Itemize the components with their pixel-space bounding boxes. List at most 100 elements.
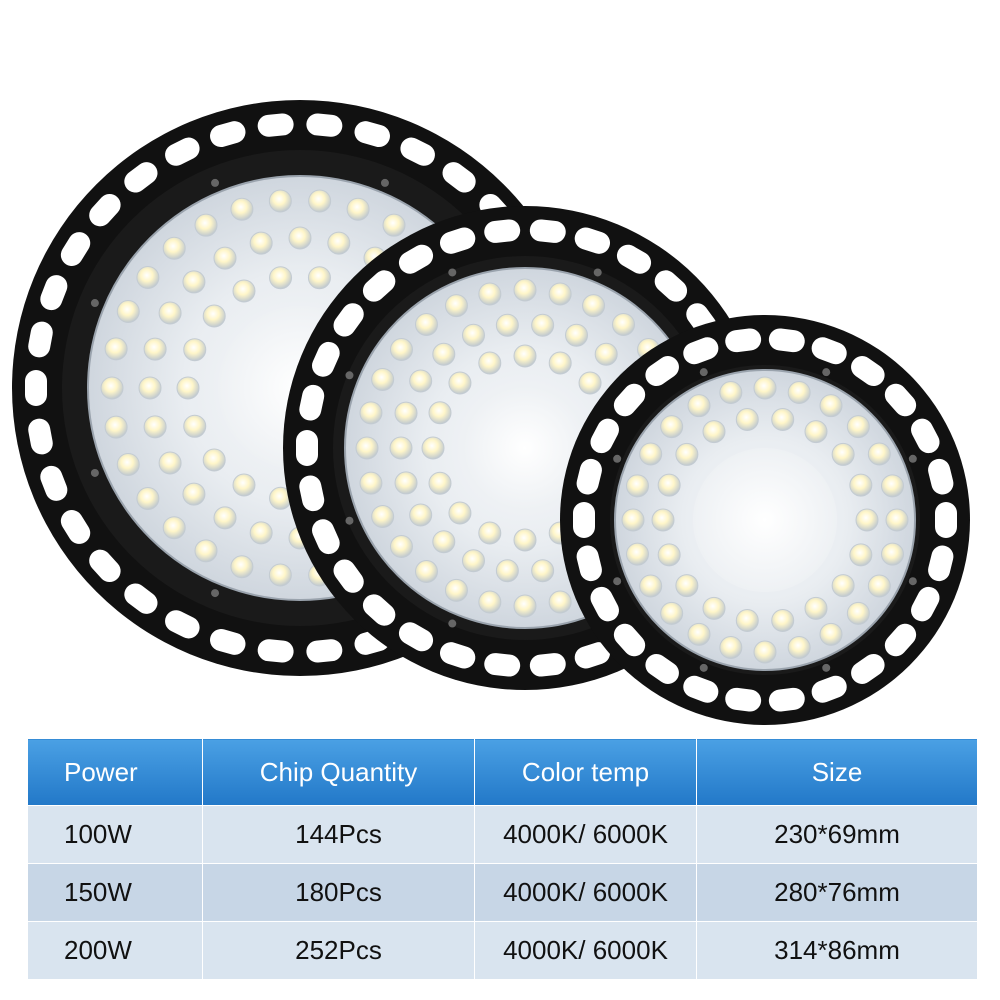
- led-chip: [867, 442, 891, 466]
- led-chip: [548, 590, 572, 614]
- led-chip: [116, 300, 140, 324]
- led-chip: [308, 189, 332, 213]
- led-chip: [735, 608, 759, 632]
- led-chip: [771, 608, 795, 632]
- led-chip: [268, 189, 292, 213]
- cell-color-temp: 4000K/ 6000K: [474, 921, 697, 980]
- led-chip: [409, 369, 433, 393]
- led-chip: [432, 342, 456, 366]
- led-chip: [478, 282, 502, 306]
- header-power: Power: [27, 738, 203, 806]
- led-chip: [136, 487, 160, 511]
- led-chip: [249, 521, 273, 545]
- led-chip: [855, 508, 879, 532]
- led-chip: [513, 344, 537, 368]
- cell-color-temp: 4000K/ 6000K: [474, 805, 697, 864]
- led-chip: [249, 231, 273, 255]
- led-chip: [881, 542, 905, 566]
- led-chip: [594, 342, 618, 366]
- led-chip: [881, 474, 905, 498]
- led-chip: [849, 473, 873, 497]
- cell-power: 150W: [27, 863, 203, 922]
- table-row: 200W 252Pcs 4000K/ 6000K 314*86mm: [27, 921, 978, 980]
- product-photo: [12, 100, 970, 725]
- led-chip: [513, 278, 537, 302]
- led-chip: [719, 380, 743, 404]
- led-chip: [495, 313, 519, 337]
- led-chip: [444, 578, 468, 602]
- led-chip: [461, 323, 485, 347]
- led-chip: [158, 451, 182, 475]
- led-chip: [657, 473, 681, 497]
- led-chip: [162, 236, 186, 260]
- led-chip: [787, 380, 811, 404]
- led-chip: [478, 521, 502, 545]
- led-chip: [478, 590, 502, 614]
- led-chip: [371, 505, 395, 529]
- table-row: 100W 144Pcs 4000K/ 6000K 230*69mm: [27, 805, 978, 864]
- led-chip: [232, 279, 256, 303]
- led-chip: [719, 636, 743, 660]
- cell-power: 100W: [27, 805, 203, 864]
- led-chip: [831, 442, 855, 466]
- led-chip: [288, 226, 312, 250]
- led-chip: [143, 337, 167, 361]
- led-chip: [307, 266, 331, 290]
- led-chip: [513, 528, 537, 552]
- led-chip: [230, 555, 254, 579]
- led-chip: [116, 452, 140, 476]
- led-chip: [639, 574, 663, 598]
- led-chip: [735, 408, 759, 432]
- led-chip: [428, 471, 452, 495]
- led-chip: [687, 622, 711, 646]
- led-chip: [428, 401, 452, 425]
- led-chip: [548, 351, 572, 375]
- led-chip: [461, 549, 485, 573]
- led-chip: [625, 542, 649, 566]
- led-chip: [100, 376, 124, 400]
- led-chip: [831, 574, 855, 598]
- led-chip: [675, 574, 699, 598]
- led-chip: [359, 471, 383, 495]
- led-chip: [346, 197, 370, 221]
- led-chip: [432, 530, 456, 554]
- header-color-temp: Color temp: [474, 738, 697, 806]
- led-chip: [702, 420, 726, 444]
- led-chip: [885, 508, 909, 532]
- led-chip: [182, 482, 206, 506]
- led-chip: [382, 213, 406, 237]
- led-chip: [176, 376, 200, 400]
- led-chip: [389, 436, 413, 460]
- led-chip: [651, 508, 675, 532]
- led-chip: [213, 246, 237, 270]
- led-chip: [232, 473, 256, 497]
- led-chip: [531, 559, 555, 583]
- led-chip: [138, 376, 162, 400]
- led-chip: [355, 436, 379, 460]
- led-chip: [804, 596, 828, 620]
- led-chip: [409, 503, 433, 527]
- led-chip: [639, 442, 663, 466]
- led-chip: [578, 371, 602, 395]
- led-chip: [846, 415, 870, 439]
- cell-power: 200W: [27, 921, 203, 980]
- cell-size: 230*69mm: [696, 805, 978, 864]
- led-chip: [136, 265, 160, 289]
- led-chip: [702, 596, 726, 620]
- cell-color-temp: 4000K/ 6000K: [474, 863, 697, 922]
- led-chip: [548, 282, 572, 306]
- cell-chip-quantity: 180Pcs: [202, 863, 475, 922]
- led-chip: [371, 367, 395, 391]
- led-chip: [104, 415, 128, 439]
- led-chip: [819, 622, 843, 646]
- led-chip: [104, 337, 128, 361]
- led-chip: [389, 535, 413, 559]
- led-chip: [444, 294, 468, 318]
- led-chip: [621, 508, 645, 532]
- table-row: 150W 180Pcs 4000K/ 6000K 280*76mm: [27, 863, 978, 922]
- led-chip: [804, 420, 828, 444]
- led-chip: [787, 636, 811, 660]
- led-chip: [495, 559, 519, 583]
- led-chip: [183, 414, 207, 438]
- led-chip: [194, 539, 218, 563]
